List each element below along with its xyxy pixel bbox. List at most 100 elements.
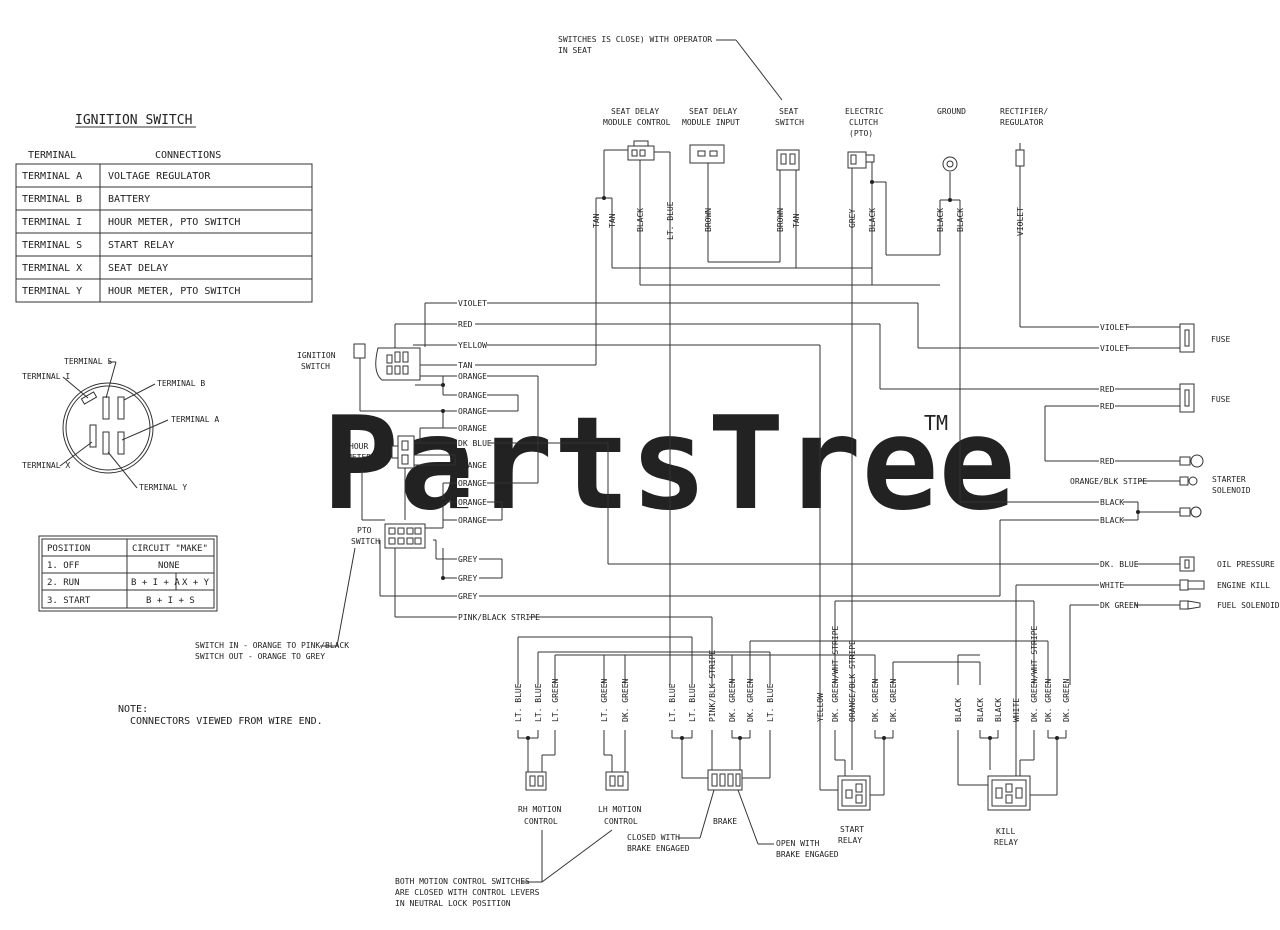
bottom-wire-dk-green-1: DK. GREEN [621,678,630,722]
position-start-make: B + I + S [146,596,195,606]
oil-pressure-connector [1179,556,1195,572]
right-wire-violet-2: VIOLET [1100,344,1129,353]
ring-terminal-red [1179,454,1204,468]
position-run-make: B + I + A [131,578,180,588]
position-run-extra: X + Y [182,578,210,588]
ignition-row-x-terminal: TERMINAL X [22,263,82,274]
kill-relay-label-2: RELAY [994,838,1018,847]
right-wire-red-3: RED [1100,457,1115,466]
bottom-wire-dk-green-3: DK. GREEN [746,678,755,722]
top-wire-black-2: BLACK [868,208,877,232]
motion-note-line-2: ARE CLOSED WITH CONTROL LEVERS [395,888,540,897]
bottom-wire-lt-green-2: LT. GREEN [600,678,609,722]
position-run: 2. RUN [47,578,80,588]
ignition-table-header-terminal: TERMINAL [28,150,76,161]
bottom-wire-black-3: BLACK [994,698,1003,722]
start-relay-label-1: START [840,825,864,834]
brake-closed-note-1: CLOSED WITH [627,833,680,842]
right-wire-red-1: RED [1100,385,1115,394]
brake-open-note-2: BRAKE ENGAGED [776,850,839,859]
wire-labels: TAN TAN BLACK LT. BLUE BROWN BROWN TAN G… [457,201,1147,722]
bottom-wire-pink-blk: PINK/BLK STRIPE [708,650,717,722]
ignition-row-y-connection: HOUR METER, PTO SWITCH [108,286,240,297]
lh-motion-label-2: CONTROL [604,817,638,826]
engine-kill-label: ENGINE KILL [1217,581,1270,590]
bottom-wire-black-2: BLACK [976,698,985,722]
watermark-tm: TM [924,411,948,435]
seat-switch-label-1: SEAT [779,107,798,116]
right-wire-orange-blk: ORANGE/BLK STIPE [1070,477,1147,486]
left-wire-orange-4: ORANGE [458,424,487,433]
position-off: 1. OFF [47,561,80,571]
motion-note-line-3: IN NEUTRAL LOCK POSITION [395,899,511,908]
label-terminal-s: TERMINAL S [64,357,112,366]
fuel-solenoid-connector [1179,600,1201,610]
label-terminal-i: TERMINAL I [22,372,70,381]
rh-motion-control-connector [525,771,547,791]
top-wire-brown-1: BROWN [704,208,713,232]
left-wire-orange-6: ORANGE [458,479,487,488]
ignition-row-s-terminal: TERMINAL S [22,240,82,251]
fuel-solenoid-label: FUEL SOLENOID [1217,601,1280,610]
bottom-wire-lt-blue-2: LT. BLUE [534,683,543,722]
seat-switch-connector [776,149,800,171]
brake-switch-connector [707,769,743,791]
bottom-wire-lt-blue-1: LT. BLUE [514,683,523,722]
ground-terminal [942,156,958,172]
electric-clutch-label-2: CLUTCH [849,118,878,127]
engine-kill-connector [1179,579,1205,591]
left-wire-orange-5: ORANGE [458,461,487,470]
ignition-switch-connector [353,343,421,381]
motion-note-line-1: BOTH MOTION CONTROL SWITCHES [395,877,530,886]
ring-terminal-orange [1179,476,1198,486]
fuse-2-label: FUSE [1211,395,1230,404]
seat-delay-control-label-2: MODULE CONTROL [603,118,671,127]
rh-motion-label-1: RH MOTION [518,805,562,814]
bottom-wire-black-1: BLACK [954,698,963,722]
rectifier-label-2: REGULATOR [1000,118,1044,127]
brake-closed-note-2: BRAKE ENGAGED [627,844,690,853]
right-wire-violet-1: VIOLET [1100,323,1129,332]
starter-solenoid-label-2: SOLENOID [1212,486,1251,495]
bottom-wire-dk-green-4: DK. GREEN [871,678,880,722]
left-wire-tan: TAN [458,361,473,370]
left-wire-dk-blue: DK BLUE [458,439,492,448]
left-wire-violet: VIOLET [458,299,487,308]
bottom-wire-lt-blue-4: LT. BLUE [688,683,697,722]
right-wire-white: WHITE [1100,581,1124,590]
position-start: 3. START [47,596,91,606]
pto-switch-label-2: SWITCH [351,537,380,546]
left-wire-orange-1: ORANGE [458,372,487,381]
top-wire-grey: GREY [848,209,857,228]
start-relay-label-2: RELAY [838,836,862,845]
electric-clutch-label-1: ELECTRIC [845,107,884,116]
seat-delay-control-connector [627,140,655,161]
left-wire-grey-3: GREY [458,592,477,601]
ignition-row-i-terminal: TERMINAL I [22,217,82,228]
seat-delay-input-connector [689,144,725,164]
top-wire-tan-2: TAN [608,213,617,228]
hour-meter-label-1: HOUR [349,442,368,451]
hour-meter-label-2: METER [347,453,371,462]
left-wire-orange-2: ORANGE [458,391,487,400]
note-heading: NOTE: [118,704,148,715]
pto-switch-connector [384,523,426,549]
pto-switch-label-1: PTO [357,526,372,535]
top-wire-brown-2: BROWN [776,208,785,232]
bottom-wire-yellow: YELLOW [816,693,825,722]
ignition-row-a-terminal: TERMINAL A [22,171,82,182]
ignition-row-b-connection: BATTERY [108,194,150,205]
fuse-2 [1179,383,1195,413]
right-wire-black-2: BLACK [1100,516,1124,525]
rh-motion-label-2: CONTROL [524,817,558,826]
note-text: CONNECTORS VIEWED FROM WIRE END. [130,716,323,727]
bottom-wire-orange-blk: ORANGE/BLK STRIPE [848,640,857,722]
right-wire-dk-blue: DK. BLUE [1100,560,1139,569]
seat-delay-input-label-2: MODULE INPUT [682,118,740,127]
position-off-make: NONE [158,561,180,571]
rectifier-connector [1015,143,1025,167]
wiring [359,149,1180,796]
top-wire-tan-3: TAN [792,213,801,228]
fuse-1-label: FUSE [1211,335,1230,344]
hour-meter-connector [391,435,415,469]
